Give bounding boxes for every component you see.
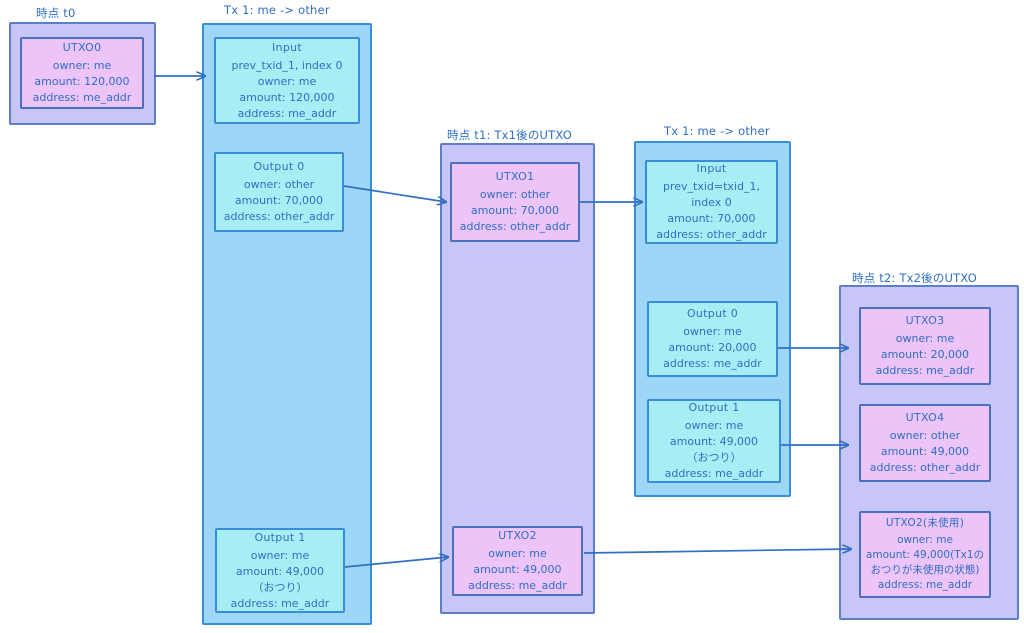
node-utxo2-unused-line-1: amount: 49,000(Tx1の (865, 549, 985, 561)
group-label-t1: 時点 t1: Tx1後のUTXO (447, 128, 572, 142)
node-utxo4-line-1: amount: 49,000 (880, 445, 970, 458)
node-utxo1-line-0: owner: other (479, 188, 551, 201)
node-tx2-output0-title: Output 0 (686, 307, 739, 320)
node-utxo0-title: UTXO0 (62, 41, 102, 54)
node-utxo1-line-1: amount: 70,000 (470, 204, 560, 217)
node-utxo3-line-0: owner: me (895, 332, 955, 345)
node-tx1-output0-title: Output 0 (253, 160, 305, 173)
node-tx1-input-line-3: address: me_addr (237, 106, 337, 120)
node-tx2-input-line-1: index 0 (691, 196, 732, 209)
node-utxo3-line-2: address: me_addr (875, 364, 975, 377)
edge-utxo2-to-utxo2-unused (583, 549, 851, 554)
node-utxo2-line-1: amount: 49,000 (473, 563, 562, 576)
node-tx1-input-line-2: amount: 120,000 (239, 90, 335, 104)
node-utxo3-title: UTXO3 (905, 314, 945, 327)
node-utxo1-line-2: address: other_addr (459, 220, 571, 233)
node-utxo2[interactable]: UTXO2 owner: me amount: 49,000 address: … (452, 526, 583, 596)
node-utxo0[interactable]: UTXO0 owner: me amount: 120,000 address:… (20, 37, 144, 109)
node-tx1-input[interactable]: Input prev_txid_1, index 0 owner: me amo… (214, 37, 360, 124)
node-tx2-output0-line-1: amount: 20,000 (668, 341, 757, 354)
node-utxo4[interactable]: UTXO4 owner: other amount: 49,000 addres… (859, 404, 991, 482)
node-tx2-output0[interactable]: Output 0 owner: me amount: 20,000 addres… (647, 301, 778, 377)
node-tx1-output1-title: Output 1 (254, 530, 306, 544)
node-utxo2-line-2: address: me_addr (468, 579, 567, 592)
node-tx2-output1-line-1: amount: 49,000 (669, 435, 759, 448)
node-tx1-output1-line-2: （おつり） (252, 580, 308, 594)
node-utxo2-line-0: owner: me (488, 547, 547, 560)
node-tx2-output1-title: Output 1 (688, 401, 740, 414)
node-tx1-input-title: Input (272, 40, 302, 54)
node-tx1-output0-line-0: owner: other (243, 178, 315, 191)
node-utxo3-line-1: amount: 20,000 (880, 348, 970, 361)
node-utxo4-title: UTXO4 (905, 411, 945, 424)
node-tx1-output0[interactable]: Output 0 owner: other amount: 70,000 add… (214, 152, 344, 232)
group-label-t2: 時点 t2: Tx2後のUTXO (852, 271, 977, 285)
node-utxo4-line-0: owner: other (889, 429, 961, 442)
node-utxo2-title: UTXO2 (498, 529, 537, 542)
group-label-t0: 時点 t0 (36, 6, 76, 20)
node-utxo2-unused-line-0: owner: me (897, 534, 953, 546)
node-tx1-output1-line-3: address: me_addr (230, 596, 330, 610)
node-utxo4-line-2: address: other_addr (869, 461, 981, 474)
node-utxo0-line-2: address: me_addr (32, 91, 132, 104)
node-utxo1[interactable]: UTXO1 owner: other amount: 70,000 addres… (450, 162, 580, 242)
node-utxo2-unused-line-3: address: me_addr (877, 579, 973, 591)
node-tx1-output1-line-0: owner: me (250, 548, 310, 562)
node-utxo0-line-1: amount: 120,000 (34, 75, 130, 88)
node-tx2-output1[interactable]: Output 1 owner: me amount: 49,000 （おつり） … (647, 399, 781, 483)
node-tx2-output1-line-3: address: me_addr (664, 467, 764, 480)
node-tx1-output1[interactable]: Output 1 owner: me amount: 49,000 （おつり） … (215, 528, 345, 613)
node-utxo2-unused-line-2: おつりが未使用の状態) (870, 564, 980, 576)
node-tx1-output0-line-2: address: other_addr (223, 210, 335, 223)
node-tx2-output0-line-2: address: me_addr (663, 357, 762, 370)
node-utxo2-unused-title: UTXO2(未使用) (885, 517, 965, 529)
node-tx2-input[interactable]: Input prev_txid=txid_1, index 0 amount: … (645, 160, 778, 244)
node-tx1-output0-line-1: amount: 70,000 (234, 194, 324, 207)
node-tx2-input-title: Input (696, 162, 727, 175)
group-label-tx1: Tx 1: me -> other (224, 3, 330, 17)
node-tx1-input-line-1: owner: me (257, 74, 317, 88)
group-label-tx2: Tx 1: me -> other (664, 124, 770, 138)
node-tx2-output0-line-0: owner: me (683, 325, 742, 338)
node-utxo0-line-0: owner: me (52, 59, 112, 72)
node-tx2-input-line-2: amount: 70,000 (667, 212, 756, 225)
node-utxo1-title: UTXO1 (495, 170, 535, 183)
node-utxo3[interactable]: UTXO3 owner: me amount: 20,000 address: … (859, 307, 991, 385)
node-tx1-input-line-0: prev_txid_1, index 0 (231, 58, 343, 72)
node-tx2-input-line-3: address: other_addr (656, 228, 767, 241)
node-tx2-output1-line-0: owner: me (684, 419, 744, 432)
node-utxo2-unused[interactable]: UTXO2(未使用) owner: me amount: 49,000(Tx1の… (859, 511, 991, 598)
node-tx2-input-line-0: prev_txid=txid_1, (663, 180, 760, 193)
node-tx1-output1-line-1: amount: 49,000 (235, 564, 325, 578)
node-tx2-output1-line-2: （おつり） (686, 451, 742, 464)
